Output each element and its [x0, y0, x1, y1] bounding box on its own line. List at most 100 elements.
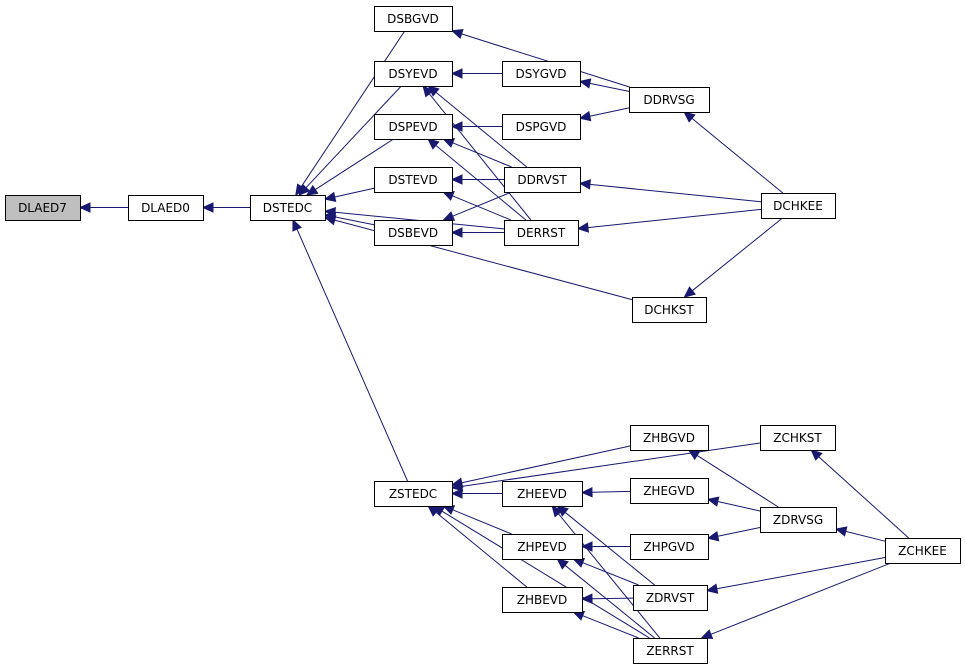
- node-ddrvsg[interactable]: DDRVSG: [629, 87, 710, 113]
- node-dlaed7[interactable]: DLAED7: [5, 195, 81, 221]
- arrowhead-icon: [427, 138, 440, 150]
- node-derrst[interactable]: DERRST: [504, 220, 579, 246]
- node-zerrst[interactable]: ZERRST: [633, 638, 708, 664]
- arrowhead-icon: [683, 286, 696, 298]
- node-label: DDRVST: [517, 173, 567, 187]
- edge-line: [717, 527, 761, 537]
- arrowhead-icon: [580, 487, 593, 498]
- edge-zchkee-to-zdrvst: [705, 557, 886, 594]
- node-label: ZHPEVD: [517, 540, 567, 554]
- node-label: DSYEVD: [388, 67, 437, 81]
- node-label: DLAED7: [18, 201, 67, 215]
- edge-line: [582, 562, 639, 586]
- node-box: [5, 195, 81, 221]
- arrowhead-icon: [450, 174, 463, 185]
- arrowhead-icon: [576, 222, 589, 233]
- node-box: [629, 87, 710, 113]
- node-label: DSPEVD: [388, 120, 437, 134]
- node-box: [632, 297, 707, 323]
- arrowhead-icon: [578, 179, 591, 190]
- edge-line: [587, 208, 762, 229]
- arrowhead-icon: [683, 111, 696, 123]
- edge-line: [435, 91, 528, 168]
- node-zhpgvd[interactable]: ZHPGVD: [630, 534, 709, 560]
- edge-zdrvst-to-zhbevd: [580, 593, 634, 604]
- edge-line: [591, 490, 631, 493]
- edge-line: [564, 564, 655, 639]
- node-zstedc[interactable]: ZSTEDC: [374, 481, 453, 507]
- edge-ddrvsg-to-dsygvd: [578, 78, 630, 92]
- nodes-layer: DLAED7 DLAED0 DSTEDC DSBGVD DSYEVD DSPEVD DSTE…: [5, 6, 961, 664]
- node-dchkee[interactable]: DCHKEE: [761, 193, 836, 219]
- node-dstevd[interactable]: DSTEVD: [374, 167, 453, 193]
- node-zdrvst[interactable]: ZDRVST: [633, 585, 708, 611]
- node-label: ZERRST: [646, 644, 694, 658]
- node-dchkst[interactable]: DCHKST: [632, 297, 707, 323]
- node-label: DERRST: [517, 226, 566, 240]
- node-box: [760, 425, 836, 451]
- edge-ddrvst-to-dspevd: [442, 138, 512, 168]
- edge-line: [334, 216, 375, 226]
- node-label: DCHKEE: [773, 199, 823, 213]
- node-box: [504, 167, 581, 193]
- node-zchkee[interactable]: ZCHKEE: [885, 538, 961, 564]
- arrowhead-icon: [323, 191, 337, 202]
- node-zchkst[interactable]: ZCHKST: [760, 425, 836, 451]
- node-box: [502, 587, 583, 613]
- edge-zdrvsg-to-zhpgvd: [706, 527, 761, 542]
- edge-zdrvsg-to-zhegvd: [706, 496, 761, 512]
- arrowhead-icon: [578, 110, 592, 122]
- edge-derrst-to-dsbevd: [450, 227, 504, 238]
- node-label: ZCHKEE: [898, 544, 947, 558]
- node-dspgvd[interactable]: DSPGVD: [502, 114, 581, 140]
- edge-dspevd-to-dstedc: [305, 138, 394, 196]
- node-zdrvsg[interactable]: ZDRVSG: [760, 507, 837, 533]
- edge-zerrst-to-zstedc: [432, 505, 650, 639]
- arrowhead-icon: [305, 184, 319, 196]
- edge-ddrvst-to-dstevd: [450, 174, 504, 185]
- node-dlaed0[interactable]: DLAED0: [128, 195, 204, 221]
- edge-zchkee-to-zdrvsg: [834, 526, 886, 542]
- node-zhpevd[interactable]: ZHPEVD: [502, 534, 583, 560]
- node-box: [374, 6, 453, 32]
- node-dsygvd[interactable]: DSYGVD: [502, 61, 581, 87]
- arrowhead-icon: [450, 29, 464, 39]
- edge-zhpgvd-to-zhpevd: [580, 541, 630, 552]
- edge-line: [435, 145, 527, 221]
- node-dspevd[interactable]: DSPEVD: [374, 114, 453, 140]
- node-zhbevd[interactable]: ZHBEVD: [502, 587, 583, 613]
- arrowhead-icon: [706, 531, 720, 542]
- arrowhead-icon: [834, 526, 848, 537]
- node-label: DDRVSG: [643, 93, 694, 107]
- node-box: [374, 167, 453, 193]
- node-box: [374, 220, 453, 246]
- edge-line: [452, 142, 512, 168]
- node-dsyevd[interactable]: DSYEVD: [374, 61, 453, 87]
- node-label: ZCHKST: [773, 431, 822, 445]
- edge-zchkee-to-zchkst: [810, 449, 910, 539]
- node-zhegvd[interactable]: ZHEGVD: [630, 478, 709, 504]
- edge-line: [564, 511, 655, 586]
- node-dsbgvd[interactable]: DSBGVD: [374, 6, 453, 32]
- edge-line: [452, 191, 512, 217]
- node-ddrvst[interactable]: DDRVST: [504, 167, 581, 193]
- node-box: [761, 193, 836, 219]
- node-box: [885, 538, 961, 564]
- node-dstedc[interactable]: DSTEDC: [250, 195, 326, 221]
- edge-dchkee-to-derrst: [576, 208, 762, 233]
- arrowhead-icon: [450, 121, 463, 132]
- edge-line: [452, 509, 512, 535]
- node-zhbgvd[interactable]: ZHBGVD: [630, 425, 709, 451]
- node-box: [633, 638, 708, 664]
- node-dsbevd[interactable]: DSBEVD: [374, 220, 453, 246]
- arrowhead-icon: [323, 206, 336, 218]
- arrowhead-icon: [700, 629, 714, 640]
- node-label: ZDRVST: [646, 591, 695, 605]
- node-zheevd[interactable]: ZHEEVD: [502, 481, 583, 507]
- edge-line: [300, 30, 406, 187]
- node-box: [502, 534, 583, 560]
- arrowhead-icon: [450, 227, 463, 238]
- edge-line: [334, 187, 375, 198]
